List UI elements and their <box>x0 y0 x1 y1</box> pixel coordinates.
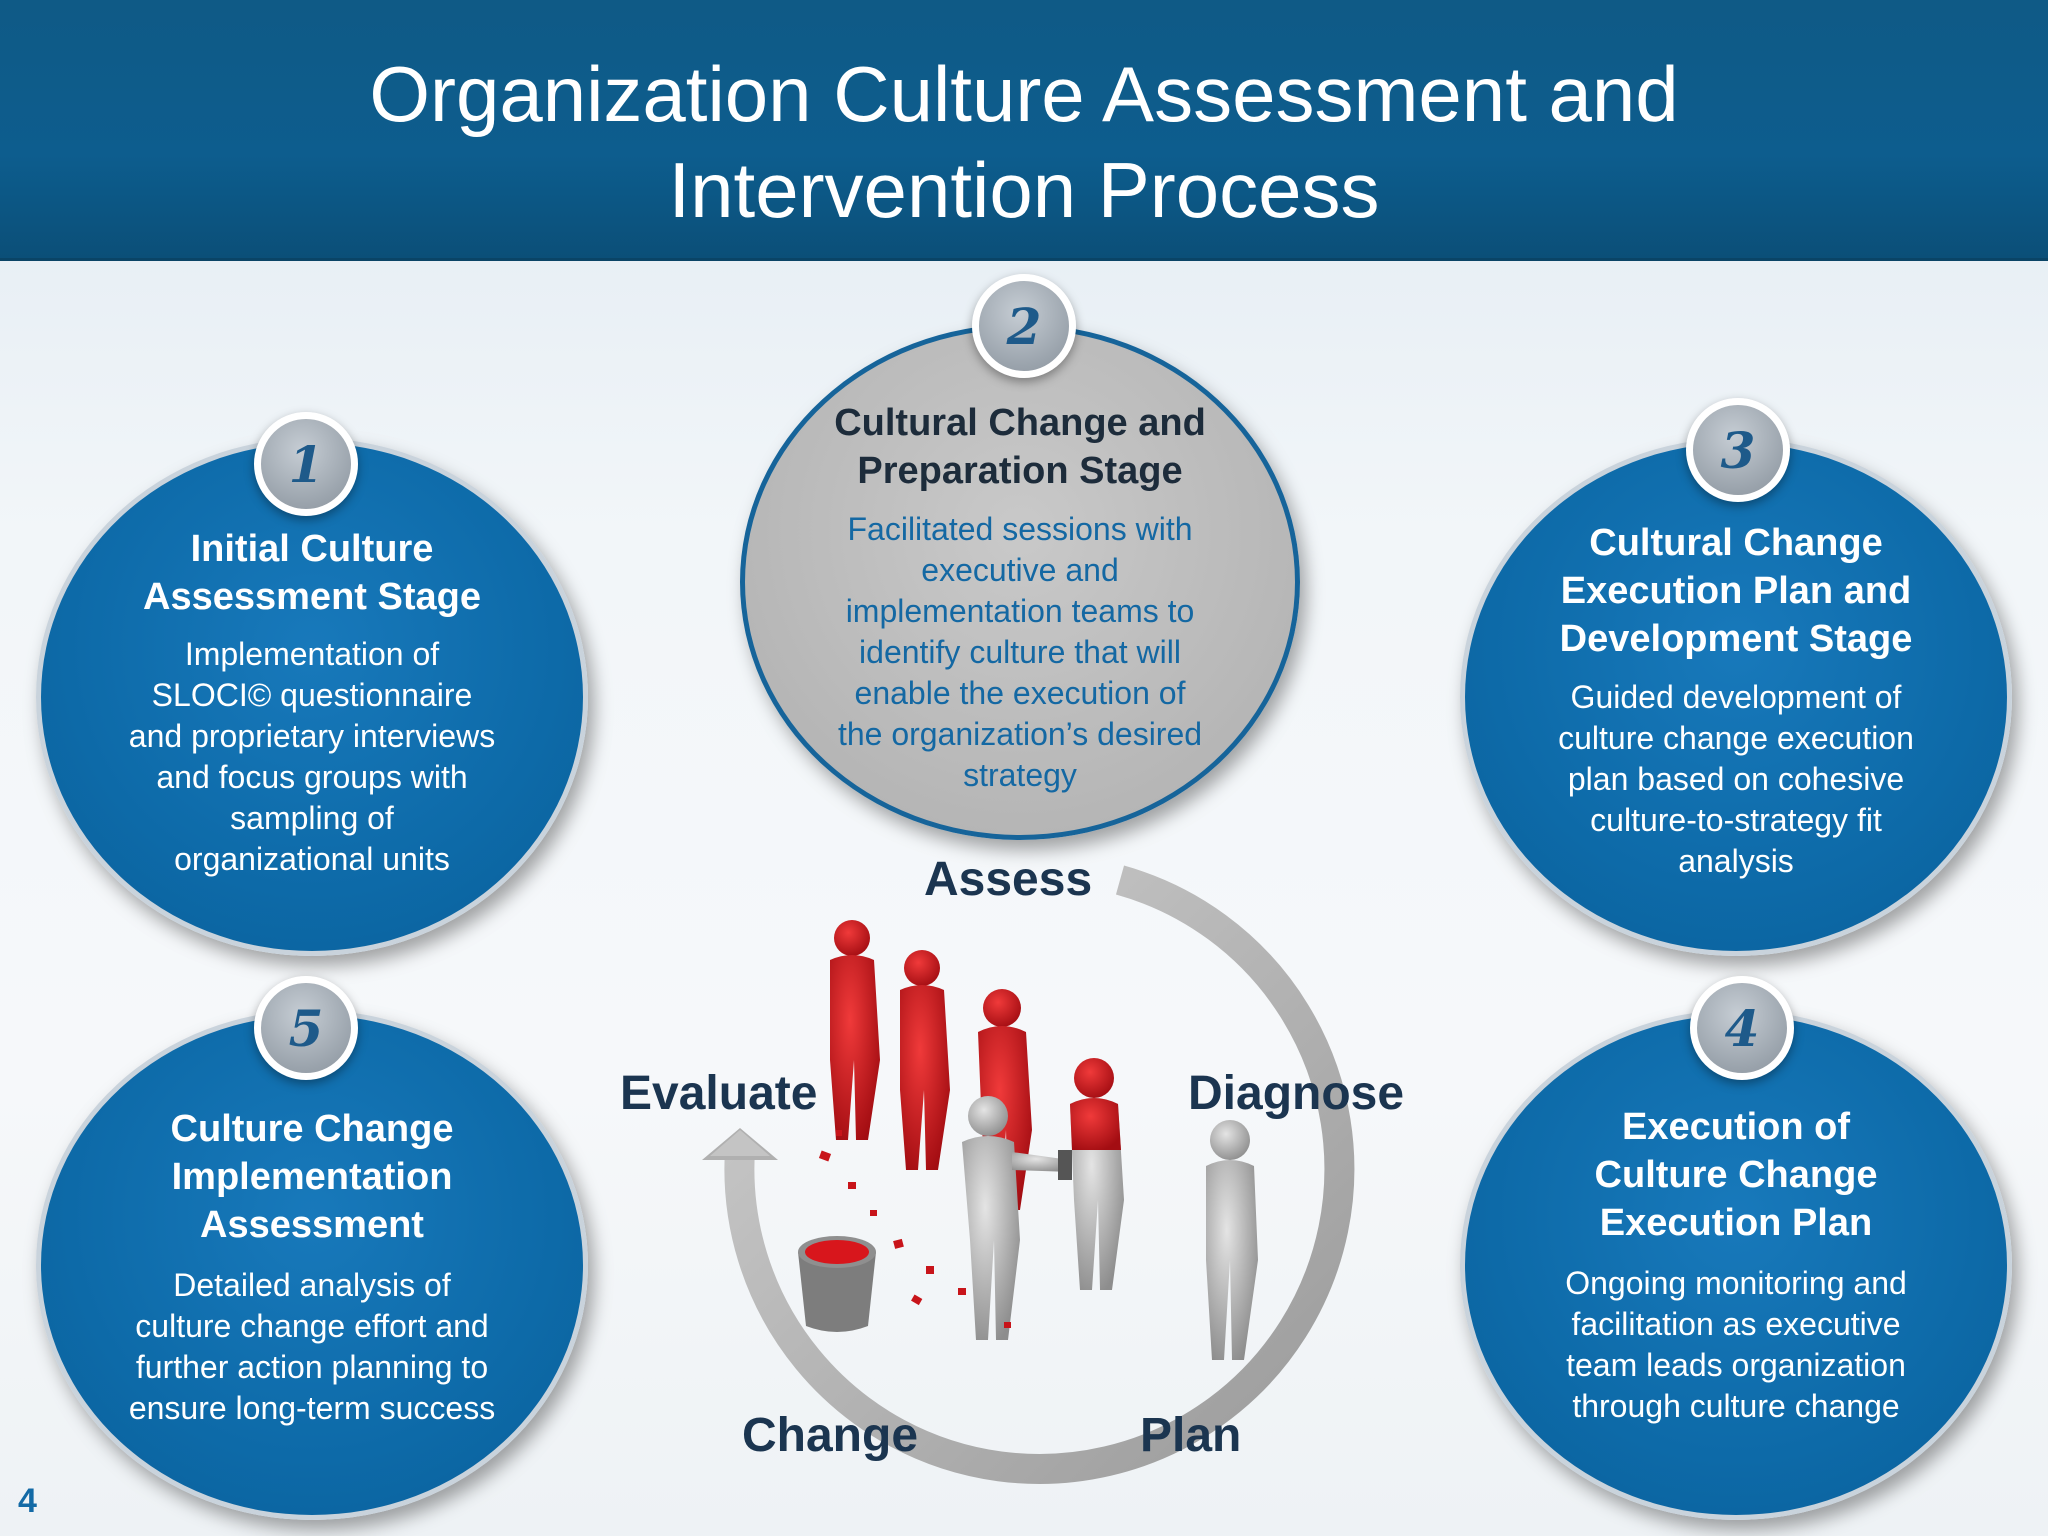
stage-4-title: Execution of Culture Change Execution Pl… <box>1465 1103 2007 1247</box>
stage-2-number-badge: 2 <box>972 274 1076 378</box>
stage-2-description: Facilitated sessions with executive and … <box>745 509 1295 796</box>
title-banner <box>0 0 2048 261</box>
stage-1-title: Initial Culture Assessment Stage <box>41 525 583 621</box>
page-number: 4 <box>18 1482 37 1520</box>
paint-splatters <box>818 1130 1011 1328</box>
cycle-label-assess: Assess <box>924 853 1093 906</box>
stage-2-desc-line: strategy <box>963 757 1077 793</box>
red-figure <box>830 920 880 1140</box>
stage-2-desc-line: identify culture that will <box>859 634 1181 670</box>
stage-2-desc-line: the organization’s desired <box>837 716 1203 752</box>
stage-1-description: Implementation of SLOCI© questionnaire a… <box>41 634 583 880</box>
stage-1-desc-line: sampling of <box>230 800 394 836</box>
stage-1-desc-line: Implementation of <box>184 636 440 672</box>
gray-figure <box>1206 1120 1258 1360</box>
page-title: Organization Culture Assessment and Inte… <box>0 46 2048 238</box>
stage-1-desc-line: and focus groups with <box>156 759 468 795</box>
painter-figure <box>962 1096 1072 1340</box>
stage-4-desc-line: Ongoing monitoring and <box>1565 1265 1907 1301</box>
stage-3-desc-line: culture change execution <box>1558 720 1914 756</box>
stage-5-desc-line: further action planning to <box>135 1349 489 1385</box>
stage-3-number-badge: 3 <box>1686 398 1790 502</box>
stage-3-circle: Cultural Change Execution Plan and Devel… <box>1460 438 2012 956</box>
stage-3-desc-line: plan based on cohesive <box>1567 761 1905 797</box>
stage-2-desc-line: Facilitated sessions with <box>847 511 1193 547</box>
stage-4-description: Ongoing monitoring and facilitation as e… <box>1465 1263 2007 1427</box>
stage-1-desc-line: and proprietary interviews <box>128 718 496 754</box>
stage-5-title-line: Implementation <box>171 1156 453 1198</box>
stage-2-desc-line: implementation teams to <box>845 593 1195 629</box>
stage-5-title-line: Assessment <box>200 1204 424 1246</box>
cycle-label-change: Change <box>742 1409 919 1462</box>
stage-2-circle: Cultural Change and Preparation Stage Fa… <box>740 324 1300 840</box>
stage-3-title: Cultural Change Execution Plan and Devel… <box>1465 519 2007 663</box>
paint-bucket <box>798 1236 876 1332</box>
stage-5-circle: Culture Change Implementation Assessment… <box>36 1010 588 1520</box>
stage-3-title-line: Development Stage <box>1559 618 1913 660</box>
red-figure <box>900 950 950 1170</box>
title-line-1: Organization Culture Assessment and <box>369 50 1679 138</box>
stage-4-desc-line: facilitation as executive <box>1571 1306 1901 1342</box>
stage-2-title-line: Preparation Stage <box>857 450 1183 492</box>
stage-2-desc-line: enable the execution of <box>854 675 1186 711</box>
stage-2-title-line: Cultural Change and <box>834 402 1206 444</box>
stage-2-title: Cultural Change and Preparation Stage <box>745 399 1295 495</box>
stage-4-number-badge: 4 <box>1690 976 1794 1080</box>
stage-1-circle: Initial Culture Assessment Stage Impleme… <box>36 438 588 956</box>
stage-5-description: Detailed analysis of culture change effo… <box>41 1265 583 1429</box>
stage-1-desc-line: organizational units <box>174 841 450 877</box>
stage-5-title: Culture Change Implementation Assessment <box>41 1105 583 1249</box>
cycle-arrow-arc <box>724 865 1355 1484</box>
stage-3-title-line: Execution Plan and <box>1560 570 1912 612</box>
cycle-label-evaluate: Evaluate <box>620 1067 818 1120</box>
stage-3-desc-line: culture-to-strategy fit <box>1590 802 1882 838</box>
cycle-label-diagnose: Diagnose <box>1188 1067 1405 1120</box>
stage-5-desc-line: Detailed analysis of <box>173 1267 451 1303</box>
stage-5-number-badge: 5 <box>254 976 358 1080</box>
stage-2-desc-line: executive and <box>921 552 1119 588</box>
stage-4-circle: Execution of Culture Change Execution Pl… <box>1460 1010 2012 1520</box>
stage-3-desc-line: Guided development of <box>1570 679 1902 715</box>
stage-1-title-line: Initial Culture <box>190 528 434 570</box>
stage-5-desc-line: ensure long-term success <box>128 1390 496 1426</box>
half-painted-figure <box>1070 1058 1124 1290</box>
stage-3-description: Guided development of culture change exe… <box>1465 677 2007 882</box>
stage-4-desc-line: team leads organization <box>1566 1347 1906 1383</box>
cycle-label-plan: Plan <box>1140 1409 1242 1462</box>
stage-5-title-line: Culture Change <box>170 1108 454 1150</box>
title-line-2: Intervention Process <box>668 146 1380 234</box>
stage-4-title-line: Execution of <box>1621 1106 1851 1148</box>
stage-3-desc-line: analysis <box>1678 843 1794 879</box>
stage-5-desc-line: culture change effort and <box>135 1308 489 1344</box>
stage-4-desc-line: through culture change <box>1572 1388 1900 1424</box>
stage-4-title-line: Execution Plan <box>1599 1202 1873 1244</box>
paint-roller <box>1058 1150 1072 1180</box>
stage-4-title-line: Culture Change <box>1594 1154 1878 1196</box>
stage-1-desc-line: SLOCI© questionnaire <box>151 677 473 713</box>
stage-1-title-line: Assessment Stage <box>143 576 481 618</box>
stage-3-title-line: Cultural Change <box>1589 522 1883 564</box>
cycle-illustration <box>702 865 1355 1484</box>
stage-1-number-badge: 1 <box>254 412 358 516</box>
